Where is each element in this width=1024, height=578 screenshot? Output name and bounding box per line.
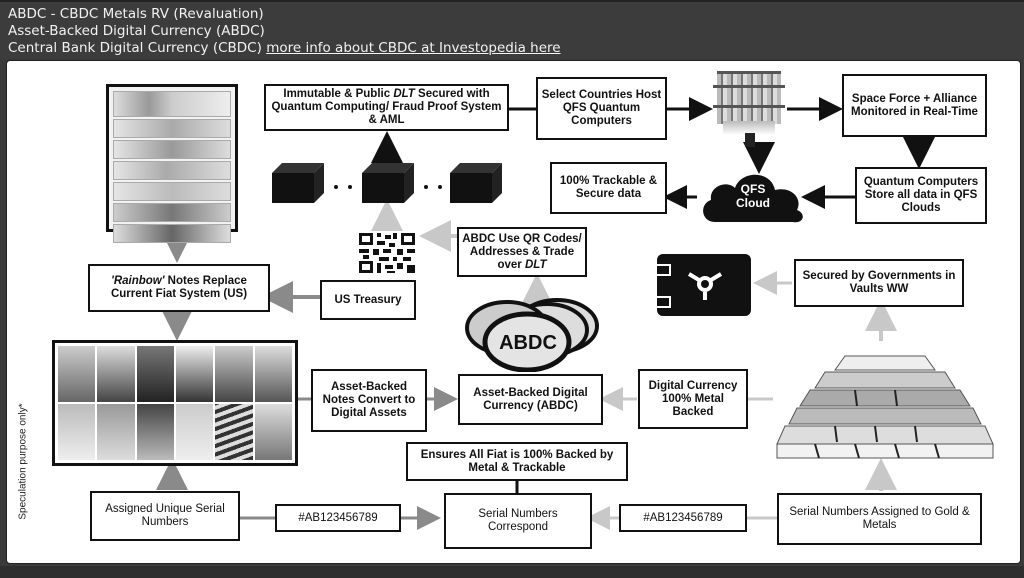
immutable-part1: Immutable & Public — [283, 88, 394, 100]
note-20 — [175, 346, 214, 402]
blockchain-blocks — [270, 161, 510, 205]
box-trackable: 100% Trackable & Secure data — [550, 162, 667, 214]
page-footer — [0, 566, 1024, 578]
qfs-cloud-icon: QFS Cloud — [697, 164, 809, 226]
box-asset-backed-currency: Asset-Backed Digital Currency (ABDC) — [458, 374, 603, 425]
abdc-qr-italic: DLT — [524, 258, 547, 271]
note-back-100 — [254, 404, 292, 460]
gold-bars-image — [775, 346, 995, 461]
abdc-qr-text: ABDC Use QR Codes/ Addresses & Trade ove… — [461, 233, 583, 272]
box-immutable-dlt: Immutable & Public DLT Secured with Quan… — [264, 84, 509, 131]
note-10 — [136, 346, 174, 402]
speculation-note: Speculation purpose only* — [17, 403, 29, 520]
note-100 — [254, 346, 292, 402]
note-50 — [215, 346, 253, 402]
box-ensures-fiat: Ensures All Fiat is 100% Backed by Metal… — [406, 442, 628, 481]
rainbow-notes-image — [52, 340, 298, 466]
header-cbdc-text: Central Bank Digital Currency (CBDC) — [8, 40, 262, 56]
qr-code-icon — [359, 233, 415, 273]
box-rainbow-notes: 'Rainbow' Notes Replace Current Fiat Sys… — [88, 264, 270, 312]
header-subtitle: Asset-Backed Digital Currency (ABDC) — [8, 23, 265, 39]
box-serial-gold: Serial Numbers Assigned to Gold & Metals — [777, 493, 982, 545]
box-assigned-serial: Assigned Unique Serial Numbers — [90, 491, 240, 541]
note-back-1 — [58, 404, 96, 460]
qfs-cloud-label-1: QFS — [740, 182, 766, 196]
vault-icon — [655, 254, 751, 316]
diagram-canvas: Immutable & Public DLT Secured with Quan… — [7, 61, 1020, 563]
box-asset-backed-notes: Asset-Backed Notes Convert to Digital As… — [311, 369, 427, 432]
box-quantum-store: Quantum Computers Store all data in QFS … — [855, 167, 987, 224]
note-1 — [58, 346, 96, 402]
abdc-coin-label: ABDC — [499, 332, 557, 354]
dollar-bills-image — [106, 84, 238, 243]
box-us-treasury: US Treasury — [320, 280, 416, 320]
quantum-computer-image — [713, 67, 785, 147]
immutable-dlt-italic: DLT — [393, 88, 415, 100]
header-line3: Central Bank Digital Currency (CBDC) mor… — [0, 40, 1024, 57]
abdc-coins-icon: ABDC — [463, 298, 603, 373]
box-select-countries: Select Countries Host QFS Quantum Comput… — [536, 77, 667, 140]
rainbow-italic: 'Rainbow' — [111, 275, 165, 287]
header-title: ABDC - CBDC Metals RV (Revaluation) — [8, 6, 264, 22]
rainbow-rest: Notes Replace Current Fiat System (US) — [110, 275, 248, 300]
note-back-20 — [175, 404, 214, 460]
box-secured-vaults: Secured by Governments in Vaults WW — [794, 259, 964, 307]
box-serial-correspond: Serial Numbers Correspond — [444, 493, 592, 549]
note-back-5 — [97, 404, 135, 460]
note-back-50 — [215, 404, 253, 460]
investopedia-link[interactable]: more info about CBDC at Investopedia her… — [266, 40, 561, 56]
abdc-qr-part1: ABDC Use QR Codes/ Addresses & Trade ove… — [462, 232, 582, 271]
cloud-icon — [703, 174, 803, 223]
rainbow-notes-text: 'Rainbow' Notes Replace Current Fiat Sys… — [92, 275, 266, 301]
note-back-10 — [136, 404, 174, 460]
immutable-dlt-text: Immutable & Public DLT Secured with Quan… — [268, 88, 505, 127]
immutable-part2: Secured with Quantum Computing/ Fraud Pr… — [271, 88, 502, 126]
page-header: ABDC - CBDC Metals RV (Revaluation) Asse… — [0, 0, 1024, 58]
note-5 — [97, 346, 135, 402]
serial-tag-right: #AB123456789 — [619, 504, 747, 532]
box-space-force: Space Force + Alliance Monitored in Real… — [842, 74, 987, 137]
box-abdc-qr: ABDC Use QR Codes/ Addresses & Trade ove… — [457, 227, 587, 277]
qfs-cloud-label-2: Cloud — [736, 196, 770, 210]
box-digital-currency-backed: Digital Currency 100% Metal Backed — [638, 369, 748, 429]
serial-tag-left: #AB123456789 — [275, 504, 401, 532]
cube-icons — [272, 163, 502, 203]
